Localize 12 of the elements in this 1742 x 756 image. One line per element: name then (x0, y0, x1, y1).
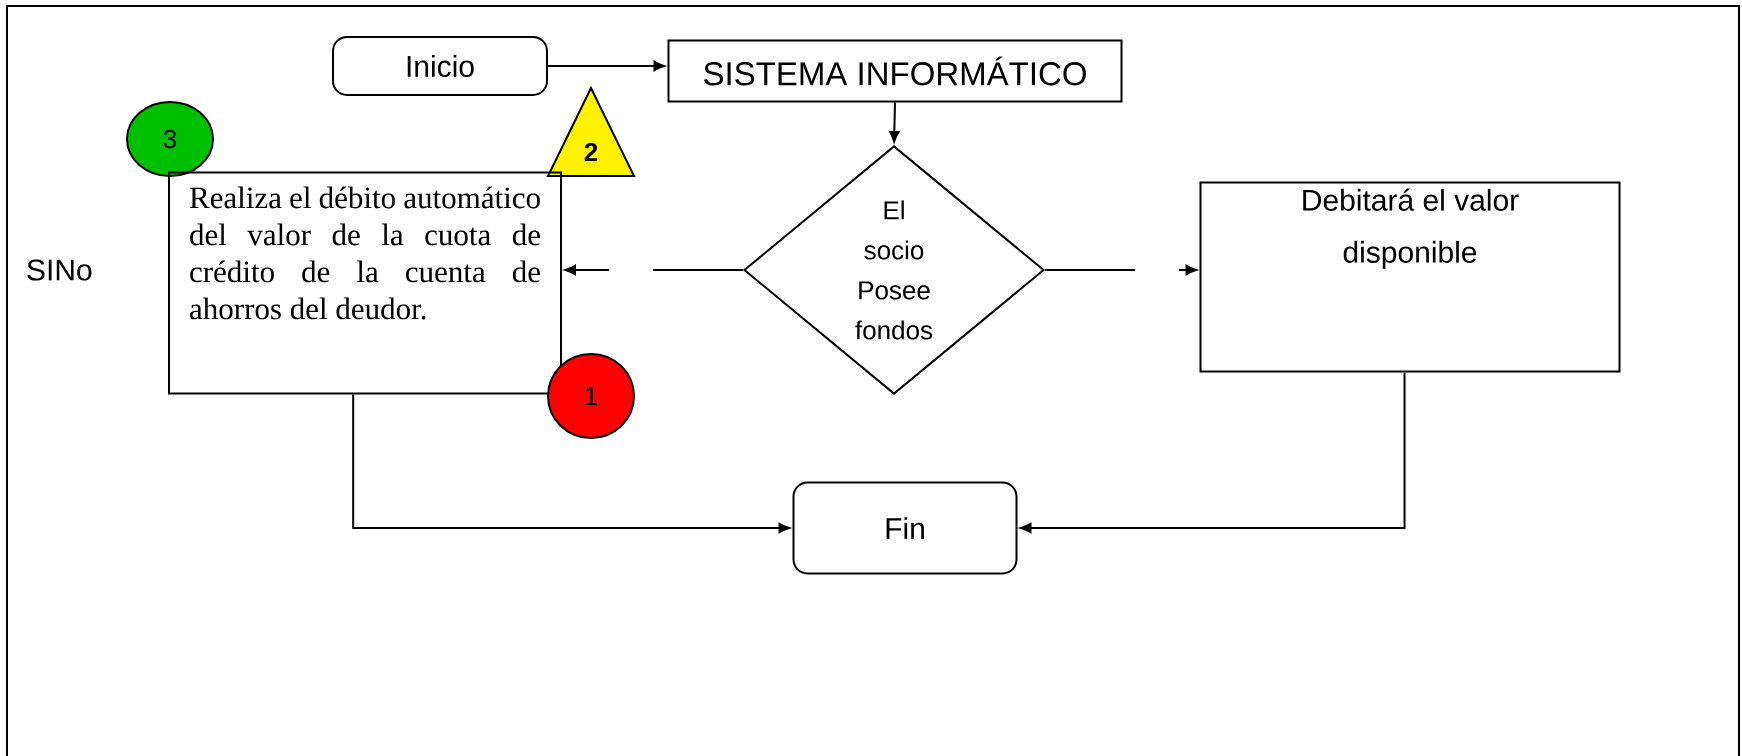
arrow (1044, 264, 1197, 276)
process-box: Debitará el valor disponible (1199, 181, 1621, 373)
process-box: Realiza el débito automático del valor de la cuota de crédito de la cuenta de ahorros del deudor. (168, 171, 562, 395)
arrow (1020, 371, 1406, 534)
start-box: Inicio (332, 36, 548, 96)
side-label: SINo (27, 259, 92, 281)
arrow (889, 101, 900, 143)
end-box: Fin (792, 481, 1018, 575)
arrow (352, 393, 790, 534)
arrow (547, 60, 665, 72)
process-box: SISTEMA INFORMÁTICO (667, 39, 1123, 103)
arrow (564, 264, 744, 276)
